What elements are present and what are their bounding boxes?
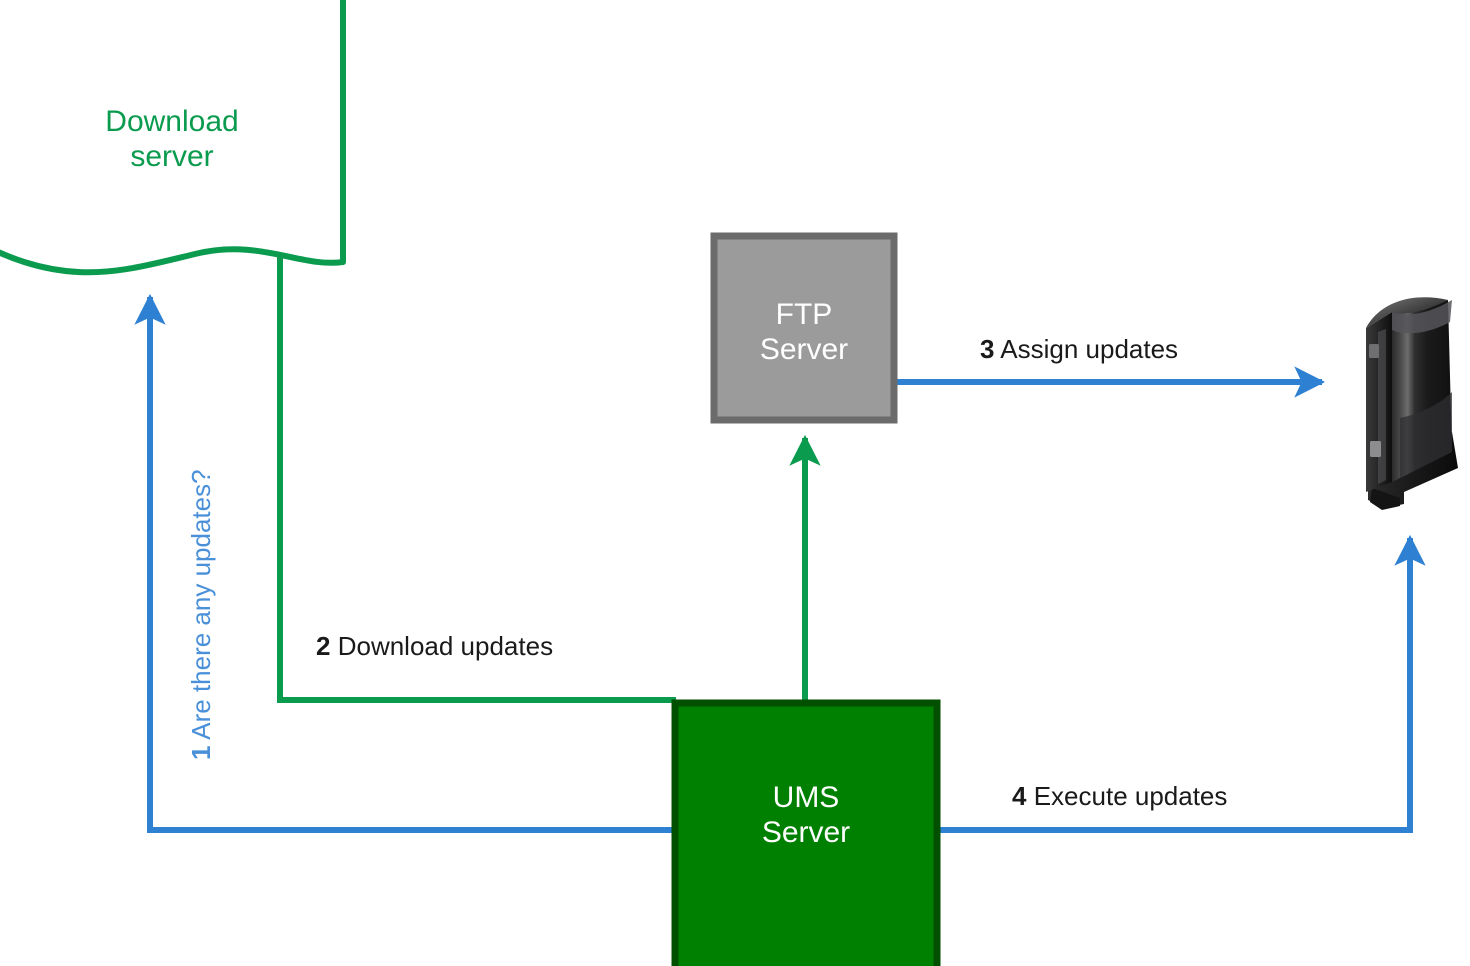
download-server-shape [0, 0, 346, 276]
ftp-server-box [710, 232, 898, 424]
edge-4-path [938, 534, 1426, 833]
edge-execute-updates[interactable] [938, 534, 1426, 833]
edge-download-updates[interactable] [277, 253, 676, 703]
thin-client-device-icon [1366, 297, 1458, 510]
ums-server-box [671, 699, 941, 966]
node-ftp-server[interactable] [710, 232, 898, 424]
node-ums-server[interactable] [671, 699, 941, 966]
edge-1-path [134, 293, 672, 833]
node-thin-client[interactable] [1366, 297, 1458, 510]
edge-are-there-any-updates[interactable] [134, 293, 672, 833]
edge-2-path [277, 253, 676, 703]
node-download-server[interactable] [0, 0, 346, 276]
